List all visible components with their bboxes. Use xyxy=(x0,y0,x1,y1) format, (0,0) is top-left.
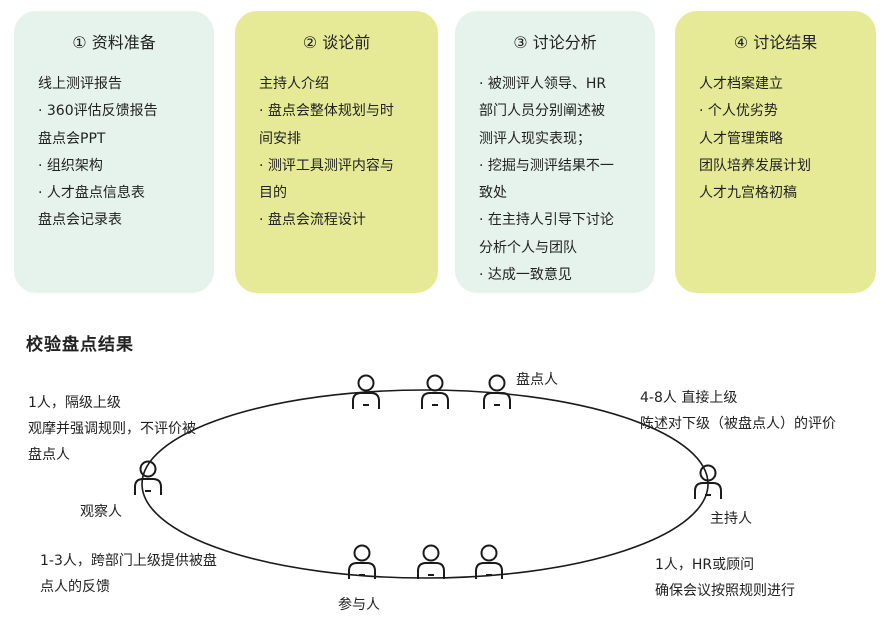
host-description: 1人，HR或顾问 确保会议按照规则进行 xyxy=(655,552,795,604)
observer-description: 1人，隔级上级 观摩并强调规则，不评价被 盘点人 xyxy=(28,390,196,468)
host-person-icon xyxy=(694,464,722,500)
stage-item-list: 人才档案建立 · 个人优劣势 人才管理策略 团队培养发展计划 人才九宫格初稿 xyxy=(699,71,864,207)
stage-card-discussion-analysis: ③ 讨论分析 · 被测评人领导、HR 部门人员分别阐述被 测评人现实表现； · … xyxy=(455,11,655,293)
stage-title: ① 资料准备 xyxy=(72,33,156,52)
stage-title: ② 谈论前 xyxy=(302,33,371,52)
stage-item: 分析个人与团队 xyxy=(479,239,577,256)
stage-item: 致处 xyxy=(479,185,507,202)
stage-item: 部门人员分别阐述被 xyxy=(479,103,605,120)
description-line: 4-8人 直接上级 xyxy=(640,390,738,406)
stage-item: 人才九宫格初稿 xyxy=(699,185,797,202)
description-line: 观摩并强调规则，不评价被 xyxy=(28,421,196,437)
stage-item: · 盘点会整体规划与时 xyxy=(259,103,394,120)
stage-item: 盘点会记录表 xyxy=(38,212,122,229)
description-line: 确保会议按照规则进行 xyxy=(655,583,795,599)
participant-person-icon xyxy=(417,544,445,580)
participant-person-icon xyxy=(348,544,376,580)
stage-card-preparation: ① 资料准备 线上测评报告 · 360评估反馈报告 盘点会PPT · 组织架构 … xyxy=(14,11,214,293)
observer-label: 观察人 xyxy=(80,504,122,520)
description-line: 陈述对下级（被盘点人）的评价 xyxy=(640,416,836,432)
stage-item: 间安排 xyxy=(259,130,301,147)
stage-item: · 盘点会流程设计 xyxy=(259,212,366,229)
stage-item: 人才档案建立 xyxy=(699,76,783,92)
stage-item: · 挖掘与测评结果不一 xyxy=(479,157,614,174)
panel-label: 盘点人 xyxy=(516,372,558,388)
stage-title: ③ 讨论分析 xyxy=(513,33,597,52)
stage-item-list: · 被测评人领导、HR 部门人员分别阐述被 测评人现实表现； · 挖掘与测评结果… xyxy=(479,71,643,289)
participant-description: 1-3人，跨部门上级提供被盘 点人的反馈 xyxy=(40,548,217,600)
stage-item: · 达成一致意见 xyxy=(479,267,572,284)
stage-item-list: 主持人介绍 · 盘点会整体规划与时 间安排 · 测评工具测评内容与 目的 · 盘… xyxy=(259,71,426,235)
stage-item: · 个人优劣势 xyxy=(699,103,778,120)
description-line: 1人，HR或顾问 xyxy=(655,557,755,573)
description-line: 1-3人，跨部门上级提供被盘 xyxy=(40,553,217,569)
description-line: 盘点人 xyxy=(28,447,70,463)
stage-item: · 人才盘点信息表 xyxy=(38,185,145,202)
description-line: 1人，隔级上级 xyxy=(28,395,121,411)
stage-title: ④ 讨论结果 xyxy=(733,33,818,52)
stage-card-before-discussion: ② 谈论前 主持人介绍 · 盘点会整体规划与时 间安排 · 测评工具测评内容与 … xyxy=(235,11,438,293)
stage-item: · 测评工具测评内容与 xyxy=(259,157,394,174)
host-label: 主持人 xyxy=(710,511,752,527)
stage-item: · 360评估反馈报告 xyxy=(38,103,158,120)
participant-person-icon xyxy=(475,544,503,580)
stage-card-discussion-results: ④ 讨论结果 人才档案建立 · 个人优劣势 人才管理策略 团队培养发展计划 人才… xyxy=(675,11,876,293)
stage-item: 团队培养发展计划 xyxy=(699,157,811,174)
stage-item: 测评人现实表现； xyxy=(479,130,591,147)
section-title: 校验盘点结果 xyxy=(26,335,134,355)
stage-item: · 在主持人引导下讨论 xyxy=(479,212,614,229)
participant-label: 参与人 xyxy=(338,597,380,613)
stage-item: · 组织架构 xyxy=(38,157,103,174)
stage-item: 盘点会PPT xyxy=(38,130,106,147)
stage-item: · 被测评人领导、HR xyxy=(479,76,607,92)
stage-item: 目的 xyxy=(259,185,287,202)
panel-person-icon xyxy=(421,374,449,410)
stage-item: 线上测评报告 xyxy=(38,76,122,92)
stage-item: 人才管理策略 xyxy=(699,130,783,147)
stage-item: 主持人介绍 xyxy=(259,76,329,92)
stage-item-list: 线上测评报告 · 360评估反馈报告 盘点会PPT · 组织架构 · 人才盘点信… xyxy=(38,71,202,235)
description-line: 点人的反馈 xyxy=(40,579,110,595)
panel-description: 4-8人 直接上级 陈述对下级（被盘点人）的评价 xyxy=(640,385,836,437)
